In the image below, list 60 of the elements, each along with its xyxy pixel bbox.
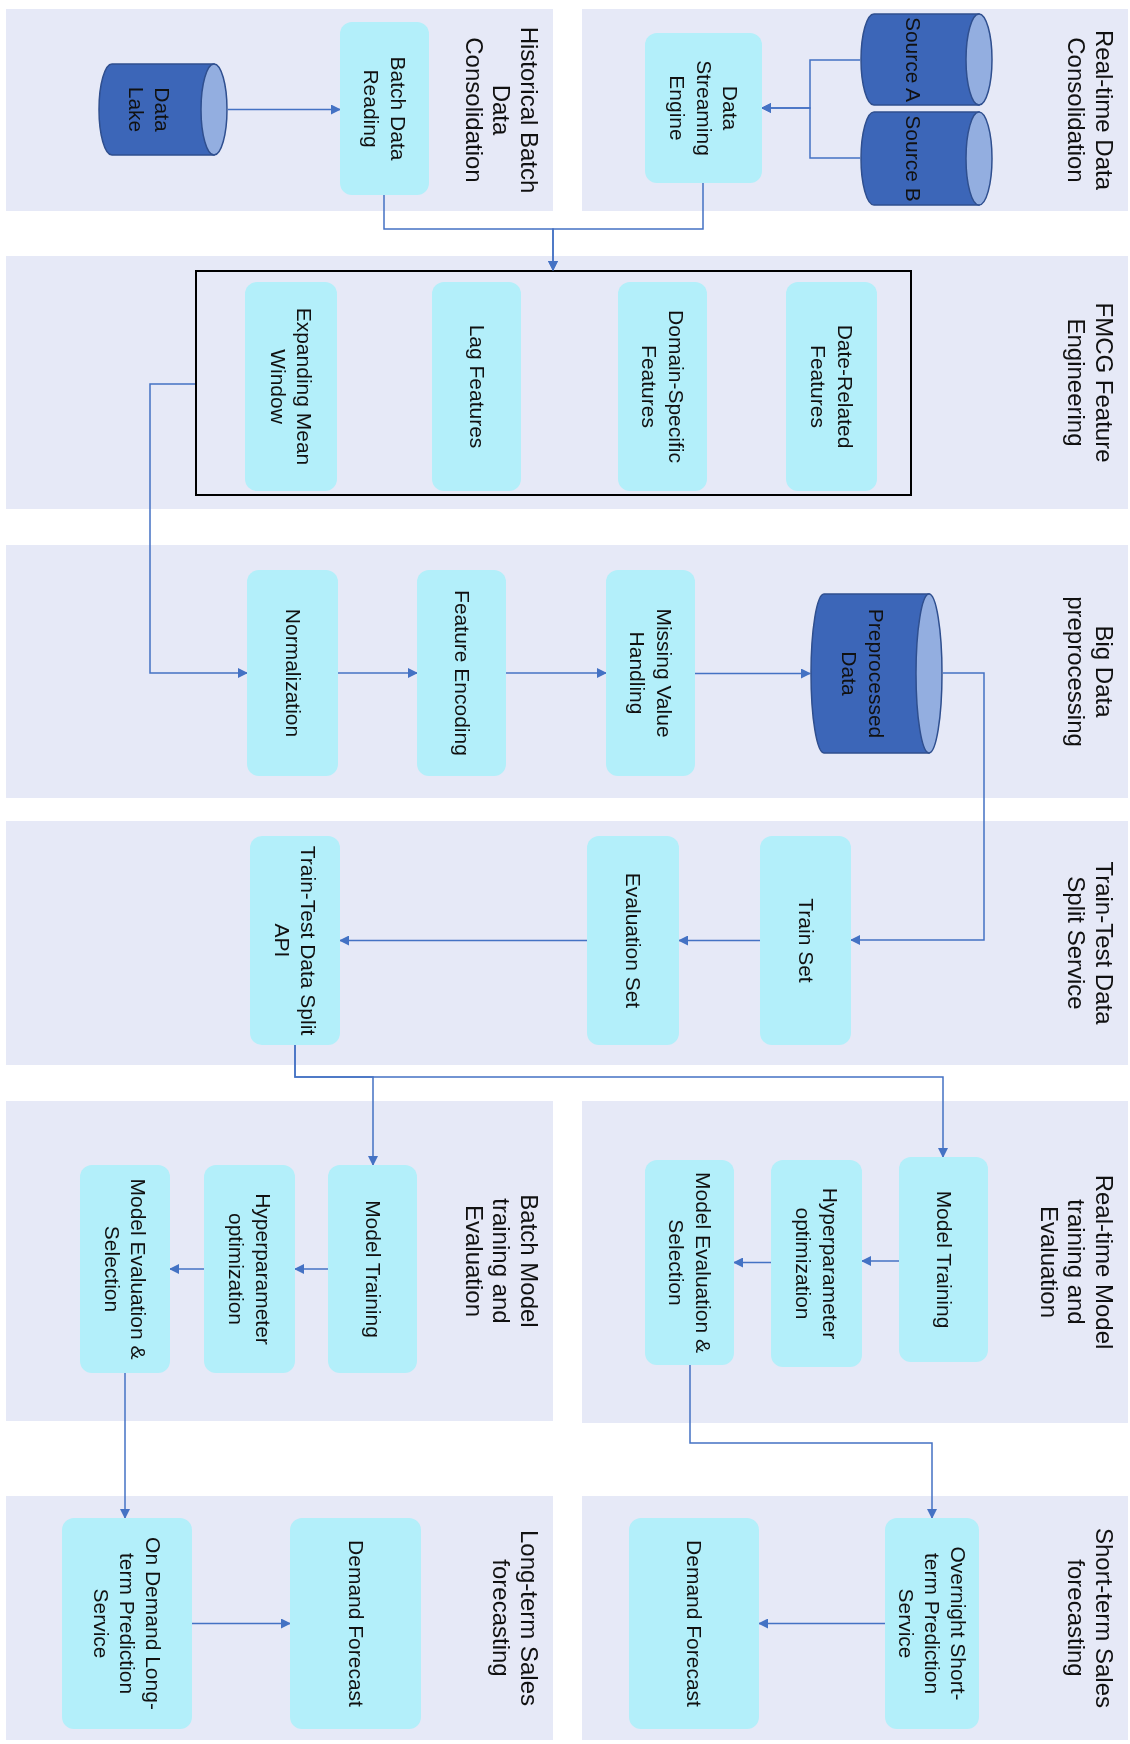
section-panel <box>6 821 1128 1065</box>
process-box: Evaluation Set <box>587 836 679 1045</box>
process-box: Model Training <box>899 1157 988 1362</box>
section-panel <box>582 9 1128 211</box>
arrow <box>294 1264 329 1274</box>
arrow <box>191 1618 291 1629</box>
arrow <box>758 1618 886 1629</box>
process-box: Expanding Mean Window <box>245 282 337 491</box>
process-box: Data Streaming Engine <box>645 33 762 183</box>
section-panel <box>6 9 553 211</box>
arrow <box>149 383 248 678</box>
process-box: Train Set <box>760 836 851 1045</box>
section-panel <box>582 1101 1128 1423</box>
arrow <box>120 1372 130 1519</box>
arrow <box>678 935 761 946</box>
process-box: Feature Encoding <box>417 570 506 776</box>
panel-title: Short-term Sales forecasting <box>1062 1526 1118 1711</box>
arrow <box>861 1256 900 1266</box>
process-box: Hyperparameter optimization <box>204 1165 295 1373</box>
section-panel <box>6 545 1128 798</box>
process-box: Train-Test Data Split API <box>250 836 340 1045</box>
process-box: Overnight Short-term Prediction Service <box>885 1518 979 1729</box>
arrow <box>761 103 861 159</box>
process-box: On Demand Long-term Prediction Service <box>62 1518 192 1729</box>
process-box: Normalization <box>247 570 338 776</box>
process-box: Model Evaluation & Selection <box>80 1165 170 1373</box>
panel-title: Batch Model training and Evaluation <box>460 1193 543 1330</box>
process-box: Demand Forecast <box>629 1518 759 1729</box>
process-box: Demand Forecast <box>290 1518 421 1729</box>
arrow <box>850 672 985 945</box>
process-box: Hyperparameter optimization <box>771 1160 862 1367</box>
section-panel <box>6 1101 553 1421</box>
process-box: Model Training <box>328 1165 417 1373</box>
arrow <box>694 668 811 679</box>
process-box: Date-Related Features <box>786 282 877 491</box>
arrow <box>339 935 588 946</box>
section-panel <box>582 1496 1128 1740</box>
process-box: Model Evaluation & Selection <box>645 1160 734 1365</box>
panel-title: Long-term Sales forecasting <box>487 1528 543 1709</box>
arrow <box>548 182 704 271</box>
panel-title: Real-time Data Consolidation <box>1062 28 1118 193</box>
section-panel <box>6 1496 553 1740</box>
arrow <box>294 1044 378 1166</box>
group-frame <box>195 270 912 496</box>
section-panel <box>6 256 1128 509</box>
process-box: Lag Features <box>432 282 521 491</box>
process-box: Batch Data Reading <box>340 22 429 195</box>
panel-title: Real-time Model training and Evaluation <box>1035 1173 1118 1352</box>
process-box: Missing Value Handling <box>606 570 695 776</box>
panel-title: Big Data preprocessing <box>1062 595 1118 749</box>
panel-title: Train-Test Data Split Service <box>1062 860 1118 1027</box>
arrow <box>169 1264 205 1274</box>
arrow <box>689 1364 937 1519</box>
panel-title: Historical Batch Data Consolidation <box>460 25 543 196</box>
arrow <box>505 668 607 678</box>
process-box: Domain-Specific Features <box>618 282 707 491</box>
panel-title: FMCG Feature Engineering <box>1062 301 1118 465</box>
arrow <box>733 1257 772 1268</box>
arrow <box>337 668 418 678</box>
arrow <box>227 104 341 115</box>
